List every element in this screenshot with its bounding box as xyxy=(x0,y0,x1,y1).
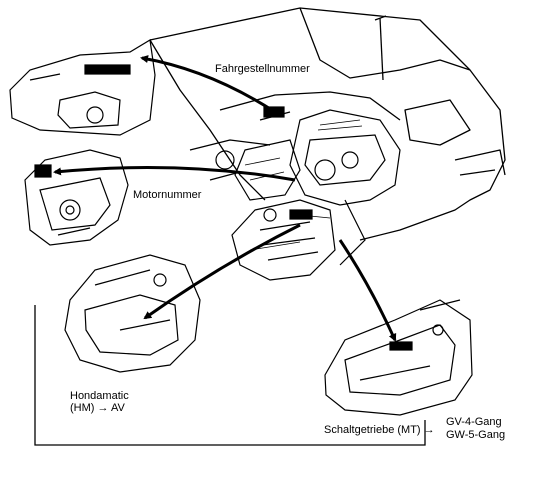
hondamatic-label: Hondamatic xyxy=(70,390,129,402)
vin-plate-detail xyxy=(9,39,156,136)
manual-gearbox xyxy=(324,299,473,416)
hondamatic-code-label: (HM) → AV xyxy=(70,402,125,414)
callout-arrows xyxy=(53,55,397,342)
manual-label: Schaltgetriebe (MT) → xyxy=(324,424,435,436)
gear4-label: GV-4-Gang xyxy=(446,416,502,428)
arrow-to-engine-number xyxy=(53,166,296,182)
arrow-to-manual xyxy=(338,239,397,342)
gear5-label: GW-5-Gang xyxy=(446,429,506,441)
engine-number-detail xyxy=(24,149,129,246)
engine-number-label: Motornummer xyxy=(133,189,202,201)
arrow-to-hondamatic xyxy=(143,223,301,320)
engine-detail-hatching xyxy=(244,119,363,251)
vin-label: Fahrgestellnummer xyxy=(215,63,310,75)
car-body xyxy=(149,7,506,241)
transmission-bracket xyxy=(34,305,426,446)
arrow-to-vin xyxy=(140,55,276,114)
hondamatic-transmission xyxy=(64,254,201,373)
engine-block xyxy=(209,106,401,281)
